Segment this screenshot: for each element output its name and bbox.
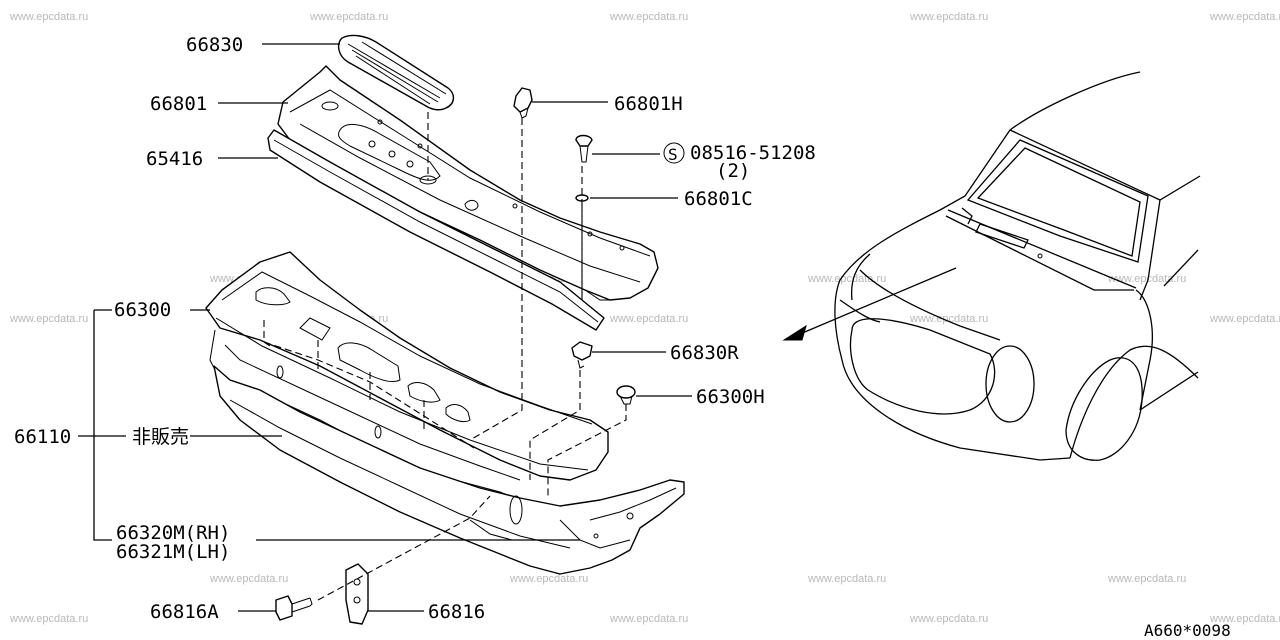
watermark: www.epcdata.ru xyxy=(309,11,388,23)
watermark: www.epcdata.ru xyxy=(9,313,88,325)
label-08516-qty: (2) xyxy=(716,160,750,182)
label-66320m: 66320M(RH) xyxy=(116,522,230,544)
part-66830-seal xyxy=(337,34,455,111)
label-nonsale: 非販売 xyxy=(132,426,189,448)
label-66801h: 66801H xyxy=(614,93,683,115)
part-66830r-clip xyxy=(571,341,593,369)
label-65416: 65416 xyxy=(146,148,203,170)
watermark: www.epcdata.ru xyxy=(509,573,588,585)
label-66110: 66110 xyxy=(14,426,71,448)
label-66300h: 66300H xyxy=(696,386,765,408)
s-circle-icon xyxy=(663,142,685,164)
watermark: www.epcdata.ru xyxy=(909,613,988,625)
car-sketch xyxy=(782,71,1201,461)
watermark: www.epcdata.ru xyxy=(909,313,988,325)
label-66321m: 66321M(LH) xyxy=(116,541,230,563)
watermark: www.epcdata.ru xyxy=(609,313,688,325)
part-08516-screw xyxy=(575,134,593,163)
assembly-lines xyxy=(263,112,627,601)
watermark: www.epcdata.ru xyxy=(1209,313,1280,325)
watermark: www.epcdata.ru xyxy=(807,573,886,585)
leader-lines xyxy=(78,43,692,612)
arrowhead xyxy=(782,324,807,341)
label-08516: 08516-51208 xyxy=(690,142,816,164)
label-66816: 66816 xyxy=(428,601,485,623)
part-66801h-clip xyxy=(513,87,533,119)
label-s-symbol: S xyxy=(668,145,678,164)
label-66816a: 66816A xyxy=(150,601,219,623)
part-66300h-grommet xyxy=(616,385,636,405)
diagram-code: A660*0098 xyxy=(1144,621,1231,640)
watermark: www.epcdata.ru xyxy=(609,613,688,625)
watermark: www.epcdata.ru xyxy=(9,613,88,625)
label-66300: 66300 xyxy=(114,299,171,321)
label-66830r: 66830R xyxy=(670,342,739,364)
watermark: www.epcdata.ru xyxy=(1107,573,1186,585)
label-66830: 66830 xyxy=(186,34,243,56)
part-66816a-bolt xyxy=(275,595,313,621)
watermark: www.epcdata.ru xyxy=(909,11,988,23)
watermark: www.epcdata.ru xyxy=(209,573,288,585)
part-66110-lower-panel xyxy=(213,365,685,575)
part-66816-bracket xyxy=(345,563,369,625)
watermark: www.epcdata.ru xyxy=(609,11,688,23)
watermark: www.epcdata.ru xyxy=(9,11,88,23)
watermark: www.epcdata.ru xyxy=(1209,11,1280,23)
part-labels: 66830 66801 65416 66300 66110 非販売 66320M… xyxy=(14,34,1231,640)
watermark: www.epcdata.ru xyxy=(807,273,886,285)
part-65416-strip xyxy=(267,129,605,331)
part-66300-cowl-panel xyxy=(205,251,609,501)
label-66801: 66801 xyxy=(150,93,207,115)
watermark: www.epcdata.ru xyxy=(1107,273,1186,285)
label-66801c: 66801C xyxy=(684,188,753,210)
watermark: www.epcdata.ru xyxy=(1209,613,1280,625)
